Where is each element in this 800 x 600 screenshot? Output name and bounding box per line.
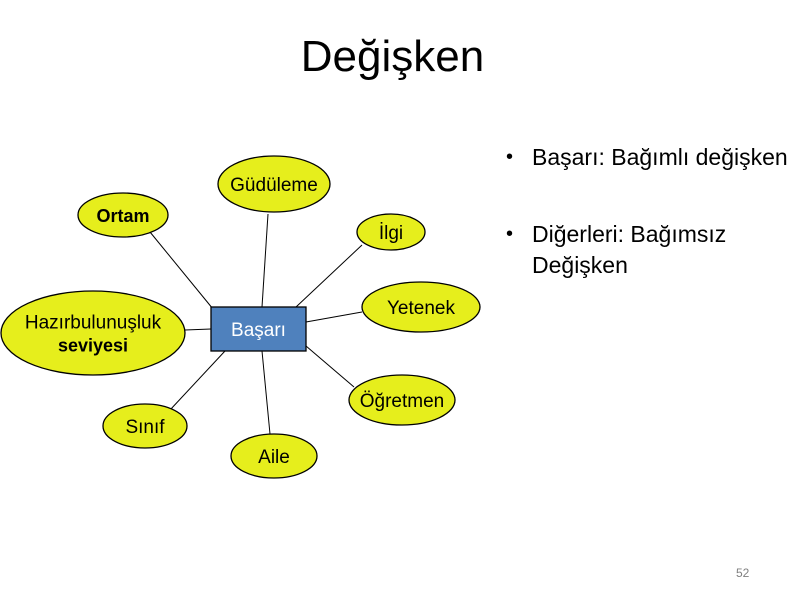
bullet-text: Diğerleri: Bağımsız Değişken <box>532 221 727 278</box>
bullet-item-dependent: • Başarı: Bağımlı değişken <box>500 142 795 173</box>
node-ellipse <box>348 374 456 426</box>
edge-hazirbulunusluk <box>184 328 212 331</box>
node-ellipse <box>230 433 318 479</box>
node-sinif: Sınıf <box>102 403 188 449</box>
node-label: İlgi <box>379 223 403 244</box>
node-label: Güdüleme <box>230 175 318 196</box>
node-label: Aile <box>258 447 290 468</box>
node-label: seviyesi <box>58 336 128 356</box>
node-ellipse <box>102 403 188 449</box>
bullet-marker: • <box>506 223 514 245</box>
edge-aile <box>261 350 271 435</box>
node-label: Ortam <box>96 206 149 226</box>
node-label: Yetenek <box>387 298 455 319</box>
edge-yetenek <box>305 311 363 323</box>
diagram-nodes: GüdülemeOrtamİlgiHazırbulunuşlukseviyesi… <box>0 155 481 479</box>
center-node-box <box>210 306 307 352</box>
edge-ortam <box>149 231 214 310</box>
edge-ogretmen <box>305 345 355 388</box>
page-number: 52 <box>736 566 750 580</box>
node-yetenek: Yetenek <box>361 281 481 333</box>
edge-gudulme <box>261 213 269 308</box>
node-label: Hazırbulunuşluk <box>25 313 162 334</box>
node-ellipse <box>217 155 331 213</box>
node-gudulme: Güdüleme <box>217 155 331 213</box>
slide-title: Değişken <box>300 32 485 81</box>
diagram-edges <box>149 213 363 435</box>
node-ellipse <box>356 213 426 251</box>
node-ogretmen: Öğretmen <box>348 374 456 426</box>
center-node: Başarı <box>210 306 307 352</box>
node-label: Öğretmen <box>360 391 444 412</box>
edge-ilgi <box>295 244 363 308</box>
node-aile: Aile <box>230 433 318 479</box>
bullet-marker: • <box>506 146 514 168</box>
bullet-text: Başarı: Bağımlı değişken <box>532 144 788 170</box>
node-ellipse <box>0 290 186 376</box>
node-ellipse <box>77 192 169 238</box>
node-ellipse <box>361 281 481 333</box>
node-ilgi: İlgi <box>356 213 426 251</box>
bullet-item-independent: • Diğerleri: Bağımsız Değişken <box>500 219 795 281</box>
bullet-list: • Başarı: Bağımlı değişken • Diğerleri: … <box>500 142 795 327</box>
edge-sinif <box>169 350 226 411</box>
center-node-label: Başarı <box>231 320 286 341</box>
node-label: Sınıf <box>125 417 165 438</box>
node-ortam: Ortam <box>77 192 169 238</box>
